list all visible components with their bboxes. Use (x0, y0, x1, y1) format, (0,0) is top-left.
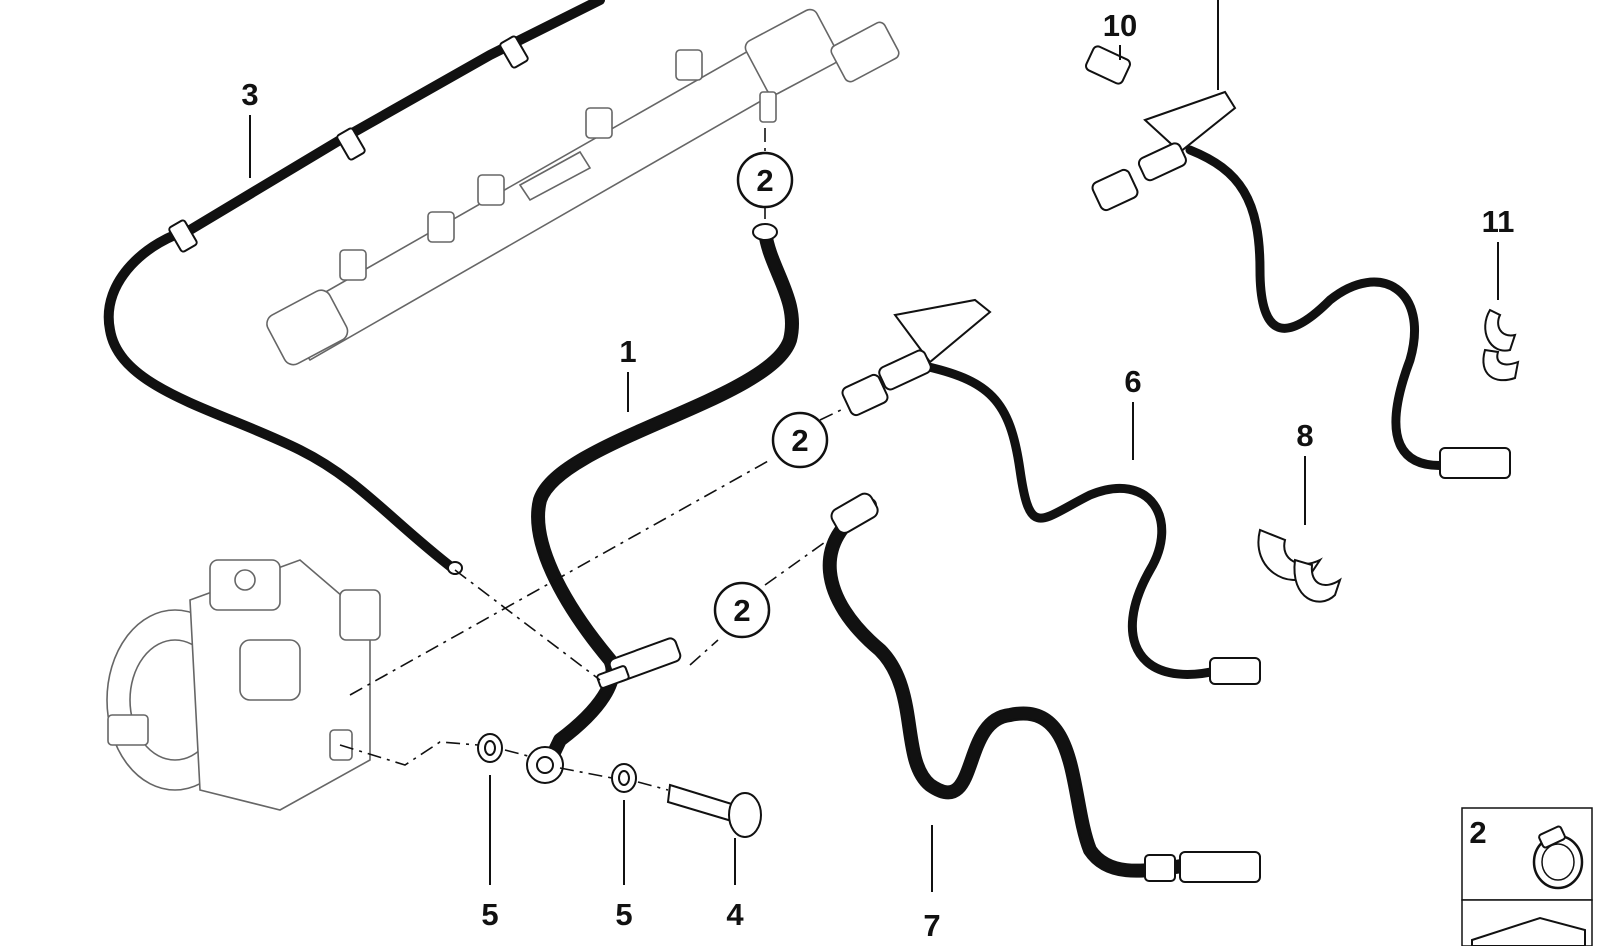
leader-lines (249, 0, 1499, 892)
callout-5-right: 5 (615, 897, 632, 932)
fuel-line-part-7 (822, 492, 1261, 883)
clip-part-11 (1482, 308, 1520, 382)
fuel-line-upper-right (1091, 90, 1511, 479)
callout-4: 4 (726, 897, 744, 932)
arrow-shape-icon (1471, 916, 1586, 946)
callout-10: 10 (1103, 8, 1137, 43)
callout-7: 7 (923, 908, 940, 943)
callout-circle-2-lower: 2 (713, 581, 771, 639)
fuel-return-line-part-1 (526, 223, 799, 784)
callout-circle-2-top: 2 (736, 151, 794, 209)
callout-3: 3 (241, 77, 258, 112)
callout-6: 6 (1124, 364, 1141, 399)
fuel-rail (266, 8, 900, 366)
callout-2-top: 2 (756, 163, 773, 198)
hose-clamp-icon (1532, 825, 1584, 890)
callout-11: 11 (1482, 204, 1515, 239)
callout-2-lower: 2 (733, 593, 750, 628)
legend-box-lower (1461, 899, 1593, 946)
banjo-bolt-part-4 (666, 783, 762, 838)
callout-2-middle: 2 (791, 423, 808, 458)
callout-circle-2-middle: 2 (771, 411, 829, 469)
seal-ring-part-5-right (611, 763, 637, 793)
callout-8: 8 (1296, 418, 1313, 453)
clip-part-8 (1257, 528, 1342, 603)
fuel-return-line-part-3 (103, 0, 605, 575)
legend-hose-clamp-box: 2 (1461, 807, 1593, 901)
callout-5-left: 5 (481, 897, 498, 932)
legend-clamp-number: 2 (1469, 815, 1486, 850)
fitting-part-10 (1085, 45, 1131, 85)
high-pressure-pump (106, 559, 381, 811)
assembly-dash-lines (339, 128, 846, 791)
callout-1: 1 (619, 334, 636, 369)
fuel-line-part-6 (841, 298, 1261, 685)
seal-ring-part-5-left (477, 733, 503, 763)
